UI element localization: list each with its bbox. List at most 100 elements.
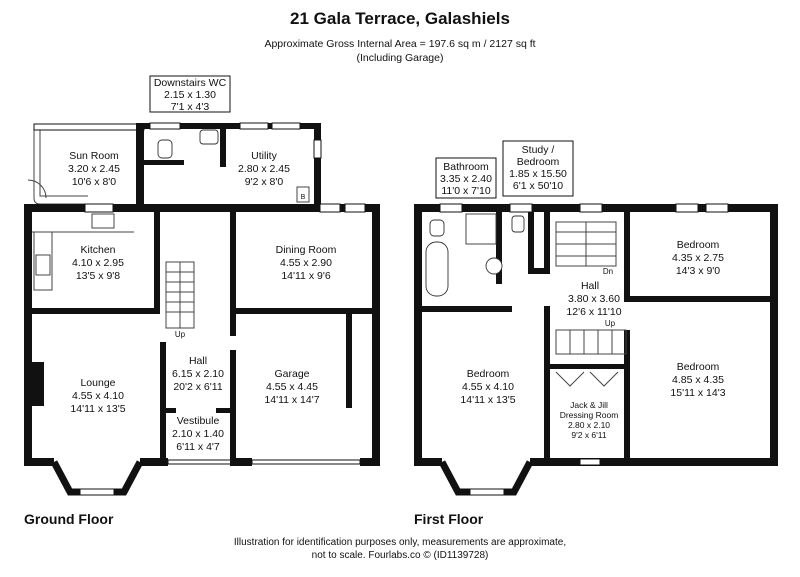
wall: [528, 268, 550, 274]
wall: [630, 296, 770, 302]
room-metric: 4.35 x 2.75: [672, 252, 724, 264]
utility-side-window: [313, 139, 322, 159]
wall: [232, 458, 252, 466]
wall: [216, 408, 230, 413]
utility-window: [271, 122, 301, 130]
room-name: Vestibule: [177, 415, 220, 427]
bathtub-icon: [425, 241, 449, 297]
bedroom-window: [675, 203, 699, 213]
room-imperial: 12'6 x 11'10: [566, 306, 621, 318]
front-door: [167, 459, 233, 465]
room-name: Bedroom: [677, 361, 720, 373]
room-metric: 2.80 x 2.10: [568, 420, 610, 430]
bathroom-label-box: [435, 157, 497, 199]
room-metric: 4.55 x 4.10: [72, 390, 124, 402]
wall: [140, 458, 168, 466]
room-imperial: 10'6 x 8'0: [72, 176, 116, 188]
room-name: Garage: [274, 368, 309, 380]
room-name: Utility: [251, 150, 277, 162]
stairs-up-label: Up: [175, 330, 186, 339]
stairs-up-label: Up: [605, 319, 616, 328]
wall: [144, 160, 184, 165]
first-floor-stairs: [555, 221, 627, 355]
room-metric: 3.20 x 2.45: [68, 163, 120, 175]
wall: [624, 212, 630, 302]
area-summary: Approximate Gross Internal Area = 197.6 …: [264, 38, 535, 50]
wall: [550, 364, 624, 369]
room-imperial: 13'5 x 9'8: [76, 270, 120, 282]
hall-window: [579, 203, 603, 213]
room-metric: 4.55 x 2.90: [280, 257, 332, 269]
room-name: Dining Room: [276, 244, 337, 256]
room-metric: 4.85 x 4.35: [672, 374, 724, 386]
dressing-window: [579, 458, 601, 466]
room-imperial: 14'11 x 13'5: [460, 394, 515, 406]
room-imperial: 6'11 x 4'7: [176, 441, 220, 453]
wall: [32, 308, 160, 314]
wall: [230, 212, 236, 336]
room-imperial: 14'11 x 9'6: [281, 270, 331, 282]
room-imperial: 20'2 x 6'11: [173, 381, 223, 393]
room-metric: 4.55 x 4.10: [462, 381, 514, 393]
bathroom-window: [439, 203, 463, 213]
room-name: Downstairs WC: [154, 77, 227, 89]
room-name: Sun Room: [69, 150, 119, 162]
wall: [136, 123, 144, 205]
room-metric: 3.35 x 2.40: [440, 173, 492, 185]
wall: [360, 458, 380, 466]
bay-window-glass: [469, 488, 505, 496]
garage-note: (Including Garage): [357, 52, 444, 64]
wall: [544, 306, 550, 466]
lounge-bay-window: [50, 460, 144, 496]
room-name-2: Dressing Room: [560, 410, 619, 420]
room-name: Hall: [581, 280, 599, 292]
wall: [422, 306, 512, 312]
room-metric: 6.15 x 2.10: [172, 368, 224, 380]
room-name: Bedroom: [677, 239, 720, 251]
bay-window-glass: [79, 488, 115, 496]
bathroom-toilet-icon: [429, 219, 445, 237]
ground-floor-stairs: [165, 261, 195, 329]
bedroom-bay-window: [438, 460, 534, 496]
room-imperial: 11'0 x 7'10: [441, 185, 491, 197]
room-name-2: Bedroom: [517, 156, 560, 168]
ground-floor-label: Ground Floor: [24, 511, 114, 527]
bedroom-window: [705, 203, 729, 213]
first-floor-label: First Floor: [414, 511, 484, 527]
garage-door: [251, 459, 361, 465]
sun-room-inner-outline: [39, 124, 88, 197]
study-toilet-icon: [511, 215, 525, 233]
kitchen-counter: [32, 231, 134, 291]
room-imperial: 9'2 x 6'11: [571, 430, 606, 440]
wc-window: [149, 122, 181, 130]
disclaimer-line-1: Illustration for identification purposes…: [234, 537, 566, 548]
wall: [528, 212, 534, 274]
wall: [24, 458, 54, 466]
study-window: [509, 203, 533, 213]
wall: [414, 458, 442, 466]
bathroom-basin-icon: [485, 257, 503, 275]
kitchen-window: [84, 203, 114, 213]
dining-window: [319, 203, 341, 213]
lounge-fireplace: [30, 362, 44, 406]
ground-floor-plan: B: [24, 122, 380, 496]
kitchen-sink-icon: [91, 213, 115, 229]
room-imperial: 14'3 x 9'0: [676, 265, 720, 277]
room-imperial: 6'1 x 50'10: [513, 180, 563, 192]
stairs-down-label: Dn: [603, 267, 613, 276]
wall: [530, 458, 778, 466]
wall: [220, 123, 226, 167]
room-name: Bathroom: [443, 161, 489, 173]
boiler-label: B: [301, 194, 306, 201]
room-name: Hall: [189, 355, 207, 367]
room-name: Lounge: [80, 377, 115, 389]
wall: [24, 204, 32, 466]
wc-toilet-icon: [157, 139, 173, 159]
room-imperial: 9'2 x 8'0: [245, 176, 284, 188]
wall: [496, 212, 502, 284]
wall: [154, 212, 160, 310]
room-metric: 4.55 x 4.45: [266, 381, 318, 393]
boiler-icon: [296, 186, 310, 203]
first-floor-plan: Dn Up: [414, 203, 778, 496]
